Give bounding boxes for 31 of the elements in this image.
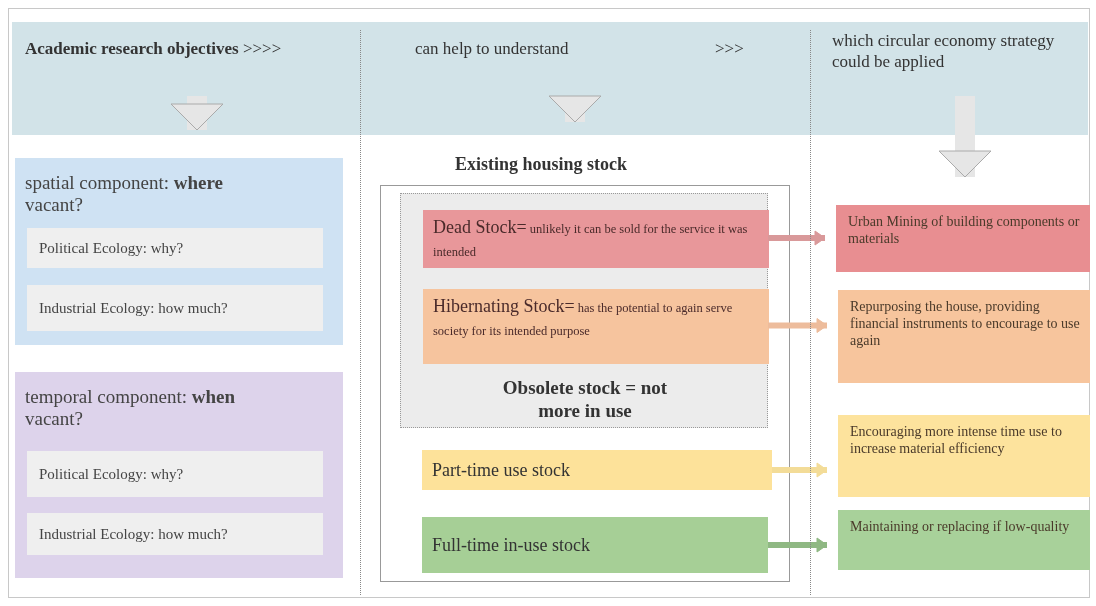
question-box: Political Ecology: why? [27,451,323,497]
obsolete-stock-group [400,193,768,428]
stock-box: Part-time use stock [422,450,772,490]
strategy-box: Maintaining or replacing if low-quality [838,510,1090,570]
column-heading: which circular economy strategy could be applied [832,30,1056,72]
question-box: Industrial Ecology: how much? [27,513,323,555]
stock-box: Full-time in-use stock [422,517,768,573]
question-box: Industrial Ecology: how much? [27,285,323,331]
group-label: Obsolete stock = not more in use [501,376,669,422]
component-panel [15,372,343,578]
section-heading: Existing housing stock [455,154,628,175]
stock-box: Hibernating Stock= has the potential to again serve society for its intended purpose [423,289,769,364]
down-arrow [938,96,992,178]
panel-heading: spatial component: where vacant? [25,172,225,216]
arrow [768,318,828,333]
arrow [768,230,826,246]
strategy-box: Encouraging more intense time use to increase material efficiency [838,415,1090,497]
strategy-box: Repurposing the house, providing financial instruments to encourage to use again [838,290,1090,383]
column-heading: >>> [715,38,744,59]
column-heading: Academic research objectives >>>> [25,38,282,59]
question-box: Political Ecology: why? [27,228,323,268]
down-arrow [170,96,224,131]
arrow [772,462,828,478]
strategy-box: Urban Mining of building components or materials [836,205,1090,272]
column-heading: can help to understand [415,38,569,59]
arrow [768,537,828,553]
component-panel [15,158,343,345]
panel-heading: temporal component: when vacant? [25,386,237,430]
down-arrow [548,95,602,123]
stock-box: Dead Stock= unlikely it can be sold for the service it was intended [423,210,769,268]
header-band [12,22,1088,135]
